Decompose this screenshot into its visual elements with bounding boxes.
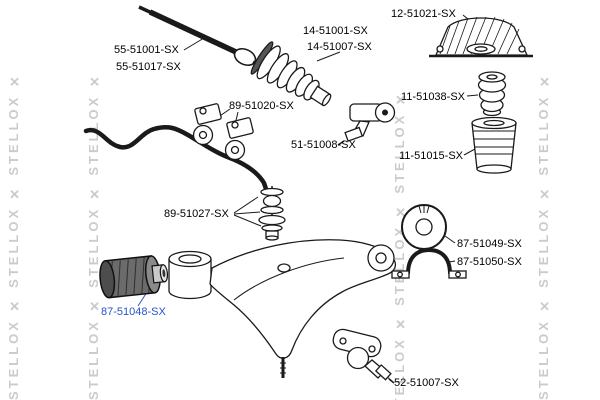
part-label-11-51015-sx[interactable]: 11-51015-SX [399,150,464,162]
part-label-14-51007-sx[interactable]: 14-51007-SX [307,41,372,53]
stabilizer-link-kit-drawing [258,186,286,241]
bump-stop-drawing [477,71,507,117]
part-label-87-51049-sx[interactable]: 87-51049-SX [457,238,522,250]
dust-boot-drawing [471,116,517,174]
part-label-55-51017-sx[interactable]: 55-51017-SX [116,61,181,73]
steering-boot-drawing [250,41,332,107]
leader-lines [137,14,479,382]
part-label-11-51038-sx[interactable]: 11-51038-SX [401,91,466,103]
stabilizer-bushing-drawing [401,204,447,250]
part-label-12-51021-sx[interactable]: 12-51021-SX [391,8,456,20]
stabilizer-bracket-drawing [391,247,467,279]
tie-rod-end-drawing [337,102,396,146]
control-arm-bushing-drawing [99,255,169,299]
part-label-14-51001-sx[interactable]: 14-51001-SX [303,25,368,37]
part-label-89-51020-sx[interactable]: 89-51020-SX [229,100,294,112]
stabilizer-bracket-kit-drawing [192,103,254,161]
ball-joint-drawing [332,328,395,384]
part-label-51-51008-sx[interactable]: 51-51008-SX [291,139,356,151]
part-label-55-51001-sx[interactable]: 55-51001-SX [114,44,179,56]
part-label-87-51050-sx[interactable]: 87-51050-SX [457,256,522,268]
part-label-89-51027-sx[interactable]: 89-51027-SX [164,208,229,220]
part-label-87-51048-sx-highlighted[interactable]: 87-51048-SX [101,306,166,318]
stabilizer-bar-drawing [83,125,270,195]
control-arm-drawing [168,239,397,378]
strut-mount-drawing [429,16,533,58]
part-label-52-51007-sx[interactable]: 52-51007-SX [394,377,459,389]
tie-rod-drawing [138,5,260,67]
